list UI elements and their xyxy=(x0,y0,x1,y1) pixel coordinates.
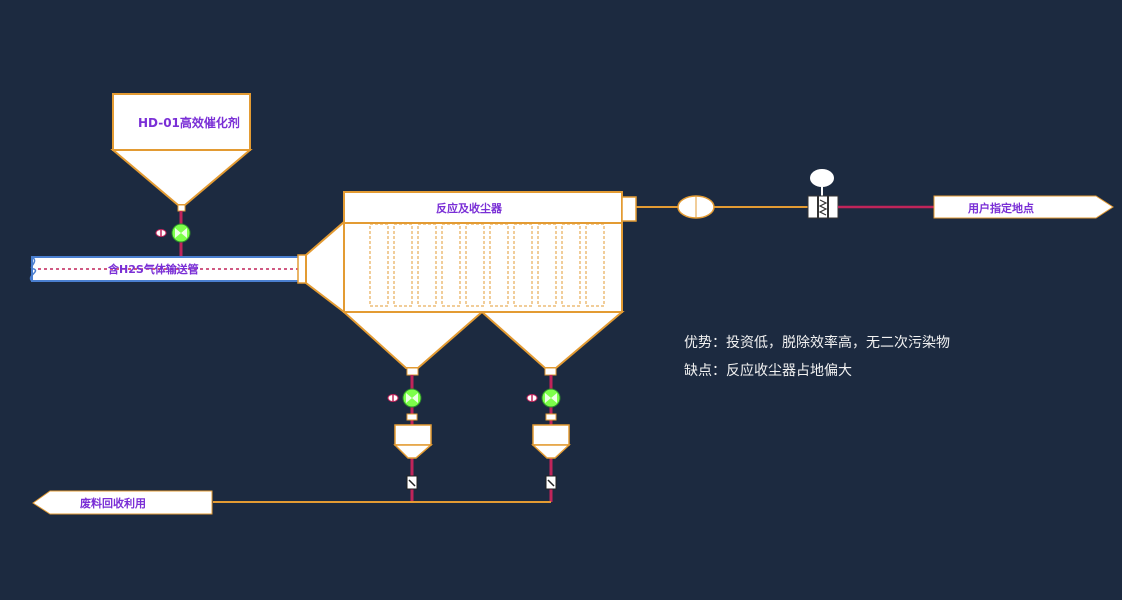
reaction-dust-collector xyxy=(305,191,637,376)
gas-pipe-label: 含H2S气体输送管 xyxy=(108,263,199,276)
check-valve-right-icon xyxy=(545,475,557,490)
user-destination-label: 用户指定地点 xyxy=(968,202,1034,215)
check-valve-left-icon xyxy=(406,475,418,490)
waste-recycle-label: 废料回收利用 xyxy=(80,497,146,510)
catalyst-valve-icon xyxy=(155,223,191,243)
catalyst-hopper-label: HD-01高效催化剂 xyxy=(138,116,240,130)
rotary-valve-left-icon xyxy=(387,388,422,421)
rotary-valve-right-icon xyxy=(526,388,561,421)
waste-recycle-arrow xyxy=(32,490,213,515)
small-hopper-left xyxy=(393,424,434,459)
user-destination-arrow xyxy=(933,195,1114,219)
control-valve-icon xyxy=(807,169,839,219)
gas-transport-pipe xyxy=(29,254,307,284)
catalyst-hopper xyxy=(110,93,253,212)
disadvantages-note: 缺点：反应收尘器占地偏大 xyxy=(684,363,852,379)
fan-icon xyxy=(677,195,715,219)
advantages-note: 优势：投资低，脱除效率高，无二次污染物 xyxy=(684,335,950,351)
small-hopper-right xyxy=(531,424,571,459)
collector-label: 反应及收尘器 xyxy=(436,202,502,215)
